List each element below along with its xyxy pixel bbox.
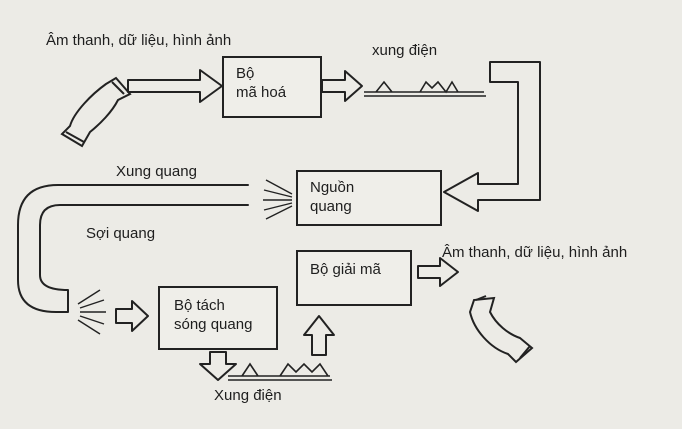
decoder-box: Bộ giải mã	[296, 250, 412, 306]
pulse-waveform-top	[364, 80, 486, 97]
photodetector-label-line2: sóng quang	[174, 316, 253, 333]
arrow-detector-down	[199, 351, 237, 381]
telephone-handset-icon	[60, 76, 132, 148]
output-media-label: Âm thanh, dữ liệu, hình ảnh	[442, 244, 628, 261]
arrow-decoder-to-output	[417, 257, 459, 287]
arrow-into-detector	[115, 300, 149, 332]
arrow-input-to-encoder	[127, 69, 223, 103]
input-media-label: Âm thanh, dữ liệu, hình ảnh	[46, 32, 232, 49]
light-rays-icon	[263, 179, 293, 220]
light-rays-detector-icon	[77, 289, 106, 335]
pulse-waveform-bottom	[228, 362, 332, 381]
light-source-label-line1: Nguồn	[310, 179, 355, 196]
electric-pulses-bottom-label: Xung điện	[214, 387, 282, 404]
arrow-pulses-to-source	[443, 61, 541, 212]
decoder-label: Bộ giải mã	[310, 261, 381, 278]
photodetector-label-line1: Bộ tách	[174, 297, 225, 314]
optical-fiber-cable	[17, 184, 249, 313]
pulse-waveform-icon	[228, 80, 486, 381]
encoder-label-line2: mã hoá	[236, 84, 287, 101]
arrow-detector-to-decoder	[303, 315, 335, 356]
electric-pulses-top-label: xung điện	[372, 42, 438, 59]
encoder-label-line1: Bộ	[236, 65, 255, 82]
light-source-label-line2: quang	[310, 198, 352, 215]
light-source-box: Nguồn quang	[296, 170, 442, 226]
arrow-encoder-to-pulses	[321, 70, 363, 102]
encoder-box: Bộ mã hoá	[222, 56, 322, 118]
optical-fiber-label: Sợi quang	[86, 225, 156, 242]
photodetector-box: Bộ tách sóng quang	[158, 286, 278, 350]
light-pulses-label: Xung quang	[116, 163, 197, 180]
telephone-handset-output-icon	[468, 295, 534, 364]
